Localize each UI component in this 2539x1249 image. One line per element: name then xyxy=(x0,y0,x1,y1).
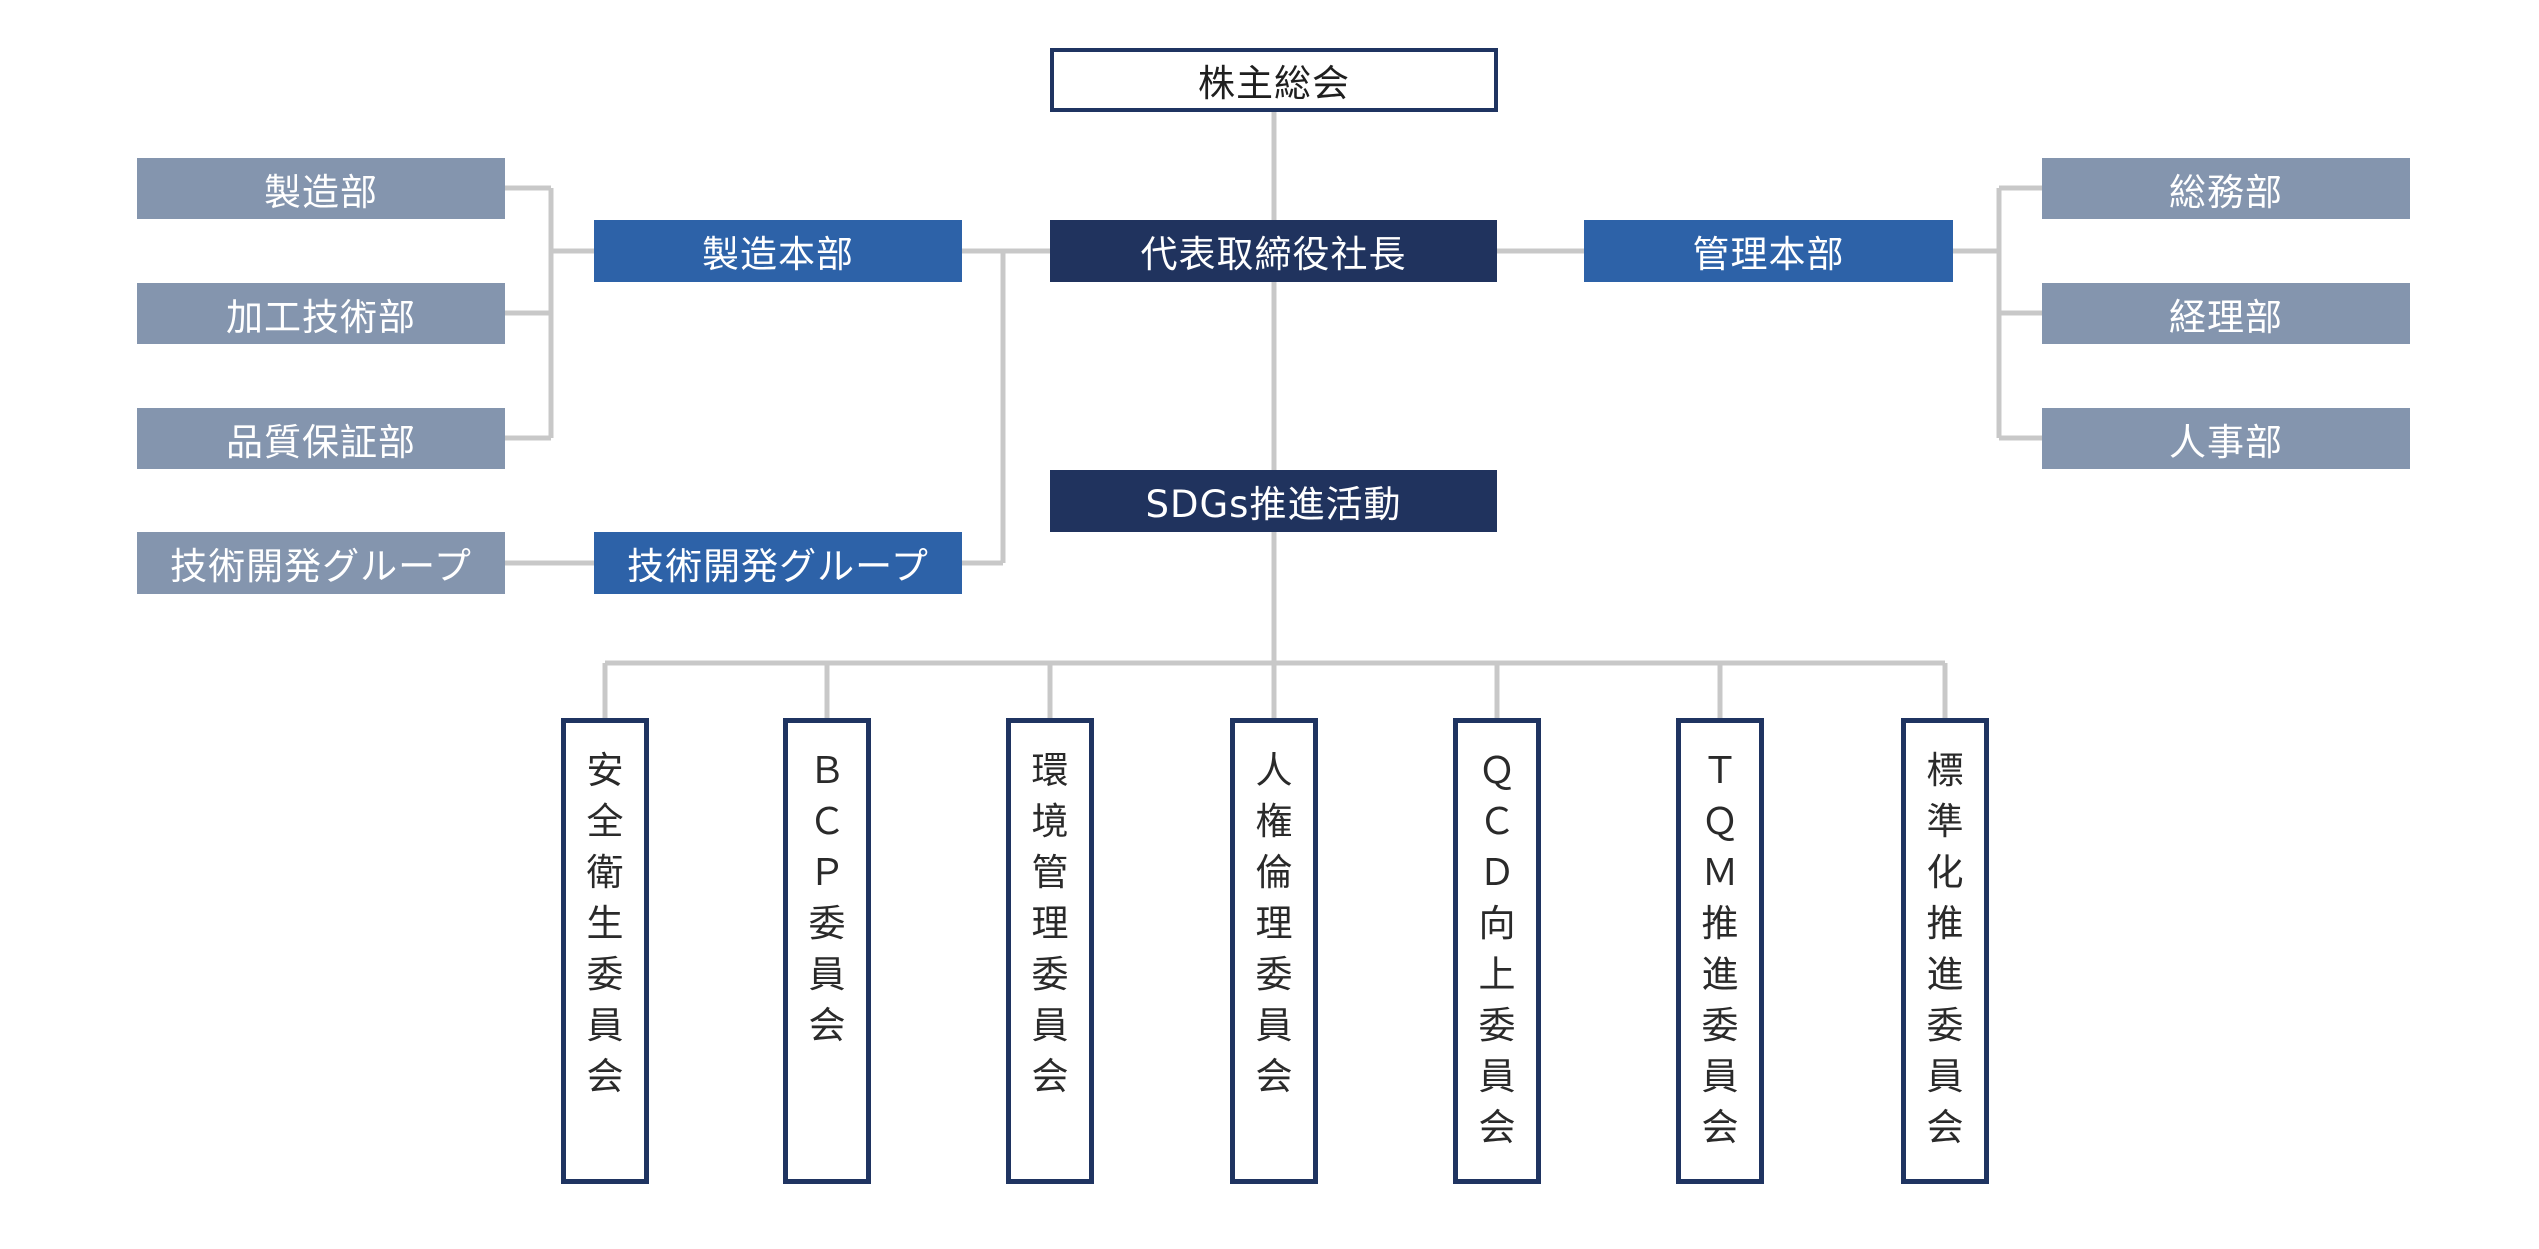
committee-label-char: 委 xyxy=(1926,1004,1964,1047)
committee-label-char: 委 xyxy=(586,953,624,996)
committee-label-char: Ｃ xyxy=(808,800,846,843)
committee-label-char: 化 xyxy=(1926,851,1964,894)
manufacturing-division-box: 製造本部 xyxy=(594,220,962,282)
quality-assurance-dept-box: 品質保証部 xyxy=(137,408,505,469)
committee-label-char: 準 xyxy=(1926,800,1964,843)
committee-label-char: Ｑ xyxy=(1701,800,1739,843)
committee-label-char: 理 xyxy=(1255,902,1293,945)
committee-label-char: 生 xyxy=(586,902,624,945)
committee-label-char: 員 xyxy=(1478,1055,1516,1098)
committee-label-char: 衛 xyxy=(586,851,624,894)
ceo-box: 代表取締役社長 xyxy=(1050,220,1497,282)
committee-label-char: Ｃ xyxy=(1478,800,1516,843)
committee-box: 安全衛生委員会 xyxy=(561,718,649,1184)
committee-label-char: 標 xyxy=(1926,749,1964,792)
committee-box: 標準化推進委員会 xyxy=(1901,718,1989,1184)
committee-label-char: 会 xyxy=(1255,1055,1293,1098)
committee-label-char: 進 xyxy=(1926,953,1964,996)
committee-label-char: 倫 xyxy=(1255,851,1293,894)
committee-label-char: 推 xyxy=(1701,902,1739,945)
committee-label-char: 員 xyxy=(1701,1055,1739,1098)
committee-label-char: 会 xyxy=(1701,1106,1739,1149)
processing-tech-dept-box: 加工技術部 xyxy=(137,283,505,344)
committee-label-char: 委 xyxy=(1031,953,1069,996)
committee-label-char: 安 xyxy=(586,749,624,792)
committee-label-char: 向 xyxy=(1478,902,1516,945)
committee-label-char: 委 xyxy=(808,902,846,945)
committee-label-char: Ｔ xyxy=(1701,749,1739,792)
committee-label-char: 理 xyxy=(1031,902,1069,945)
committee-label-char: 委 xyxy=(1478,1004,1516,1047)
committee-label-char: 進 xyxy=(1701,953,1739,996)
committee-label-char: Ｍ xyxy=(1701,851,1739,894)
committee-label-char: 委 xyxy=(1701,1004,1739,1047)
committee-label-char: 員 xyxy=(586,1004,624,1047)
committee-label-char: 管 xyxy=(1031,851,1069,894)
committee-label-char: 権 xyxy=(1255,800,1293,843)
committee-label-char: 上 xyxy=(1478,953,1516,996)
committee-label-char: 環 xyxy=(1031,749,1069,792)
admin-division-box: 管理本部 xyxy=(1584,220,1953,282)
committee-label-char: 委 xyxy=(1255,953,1293,996)
shareholders-box: 株主総会 xyxy=(1050,48,1498,112)
committee-label-char: 会 xyxy=(1031,1055,1069,1098)
manufacturing-dept-box: 製造部 xyxy=(137,158,505,219)
committee-label-char: 員 xyxy=(808,953,846,996)
committee-label-char: 会 xyxy=(1926,1106,1964,1149)
committee-label-char: 員 xyxy=(1031,1004,1069,1047)
committee-box: 環境管理委員会 xyxy=(1006,718,1094,1184)
accounting-dept-box: 経理部 xyxy=(2042,283,2410,344)
sdgs-box: SDGs推進活動 xyxy=(1050,470,1497,532)
committee-label-char: 全 xyxy=(586,800,624,843)
general-affairs-dept-box: 総務部 xyxy=(2042,158,2410,219)
tech-dev-dept-box: 技術開発グループ xyxy=(137,532,505,594)
committee-label-char: Ｄ xyxy=(1478,851,1516,894)
committee-label-char: 会 xyxy=(808,1004,846,1047)
hr-dept-box: 人事部 xyxy=(2042,408,2410,469)
tech-dev-division-box: 技術開発グループ xyxy=(594,532,962,594)
committee-label-char: 人 xyxy=(1255,749,1293,792)
committee-label-char: 員 xyxy=(1926,1055,1964,1098)
committee-label-char: 員 xyxy=(1255,1004,1293,1047)
committee-label-char: 会 xyxy=(1478,1106,1516,1149)
committee-label-char: 境 xyxy=(1031,800,1069,843)
committee-label-char: Ｂ xyxy=(808,749,846,792)
committee-box: 人権倫理委員会 xyxy=(1230,718,1318,1184)
committee-label-char: Ｐ xyxy=(808,851,846,894)
committee-label-char: 会 xyxy=(586,1055,624,1098)
committee-label-char: 推 xyxy=(1926,902,1964,945)
committee-label-char: Ｑ xyxy=(1478,749,1516,792)
